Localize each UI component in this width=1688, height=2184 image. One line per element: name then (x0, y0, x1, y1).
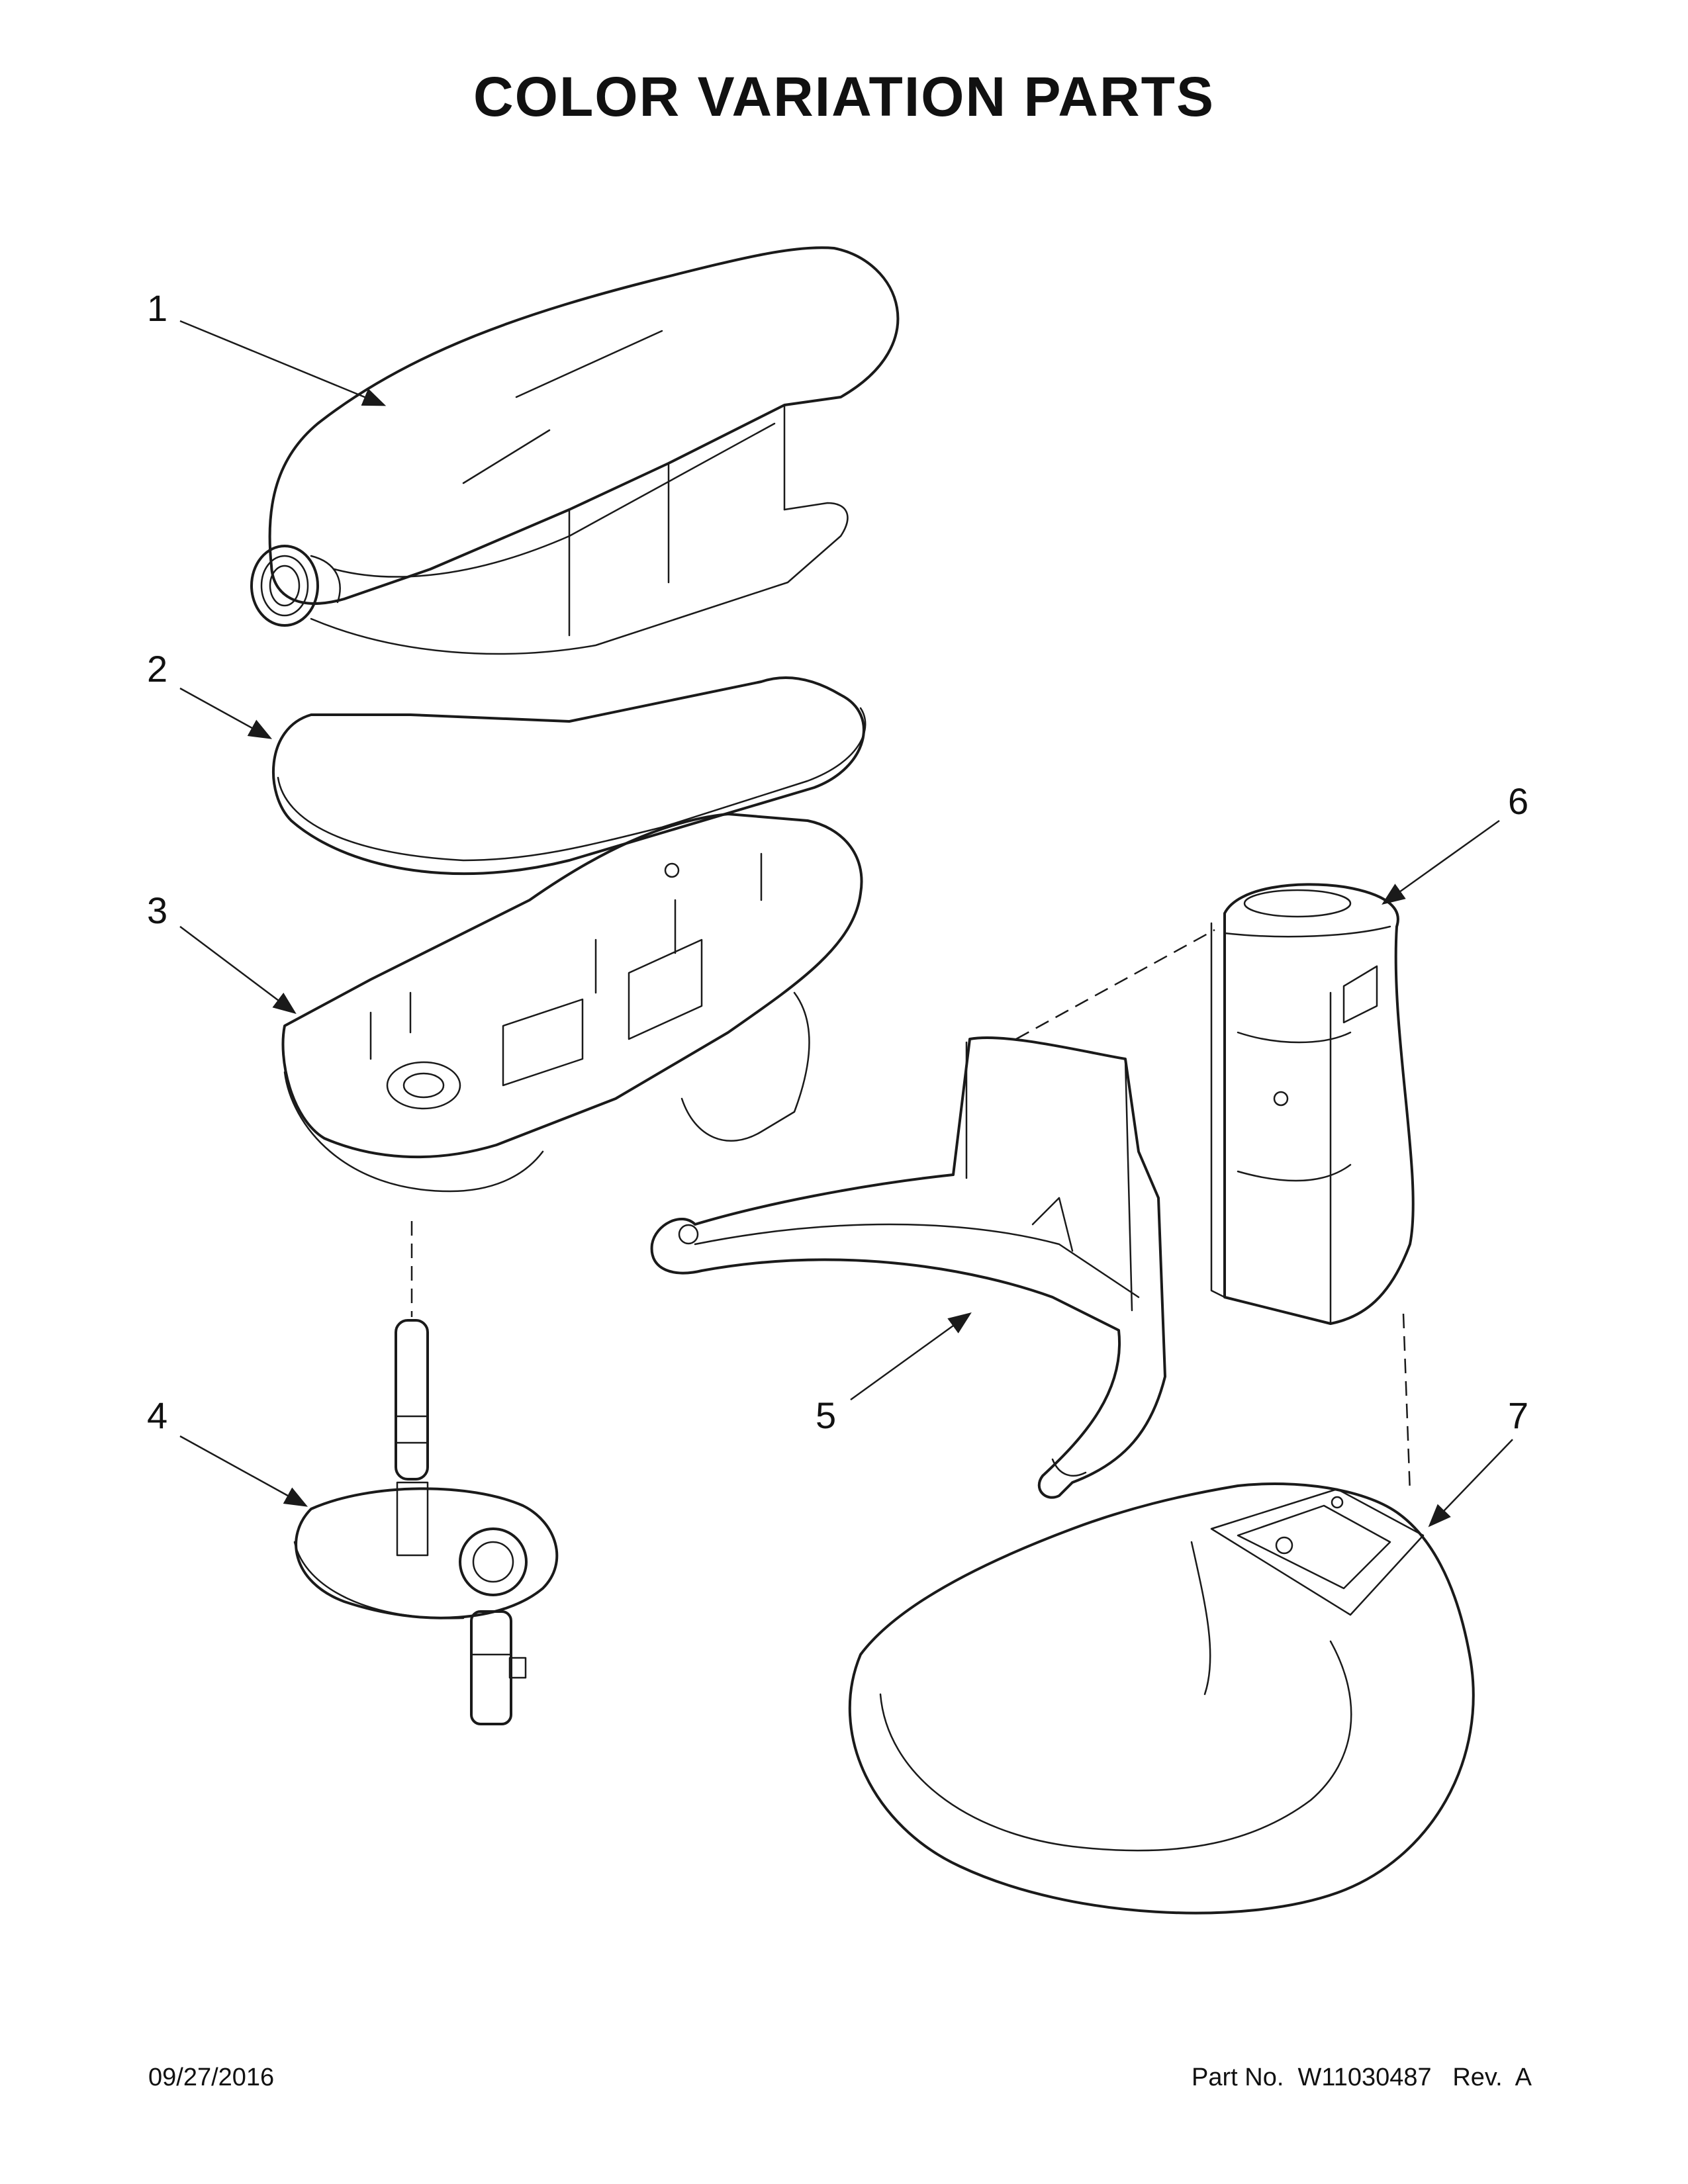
footer-part-number: Part No. W11030487 Rev. A (1192, 2064, 1532, 2091)
leader-line-4 (179, 1435, 308, 1507)
leader-line-2 (179, 687, 273, 739)
mixer-base-icon (848, 1482, 1475, 1915)
leader-line-3 (179, 926, 297, 1015)
callout-5: 5 (816, 1394, 836, 1436)
bowl-clamping-arm-icon (650, 1036, 1166, 1499)
assembly-line-column-base (1402, 1313, 1411, 1493)
callout-3: 3 (147, 889, 167, 931)
callout-4: 4 (147, 1394, 167, 1436)
pedestal-column-icon (1210, 883, 1415, 1325)
gear-case-housing-icon (281, 813, 863, 1193)
callout-1: 1 (147, 287, 167, 329)
motor-housing-cover-icon (250, 246, 900, 655)
leader-line-6 (1382, 819, 1500, 905)
callout-7: 7 (1508, 1394, 1528, 1436)
assembly-line-arm-column (1015, 929, 1215, 1040)
callout-6: 6 (1508, 780, 1528, 822)
planetary-gear-plate-icon (293, 1319, 559, 1725)
callout-2: 2 (147, 648, 167, 690)
page-title: COLOR VARIATION PARTS (473, 66, 1215, 128)
footer-date: 09/27/2016 (148, 2064, 275, 2091)
housing-band-trim-icon (271, 676, 867, 876)
leader-line-1 (179, 320, 387, 406)
leader-line-7 (1428, 1439, 1513, 1527)
leader-line-5 (850, 1312, 972, 1401)
